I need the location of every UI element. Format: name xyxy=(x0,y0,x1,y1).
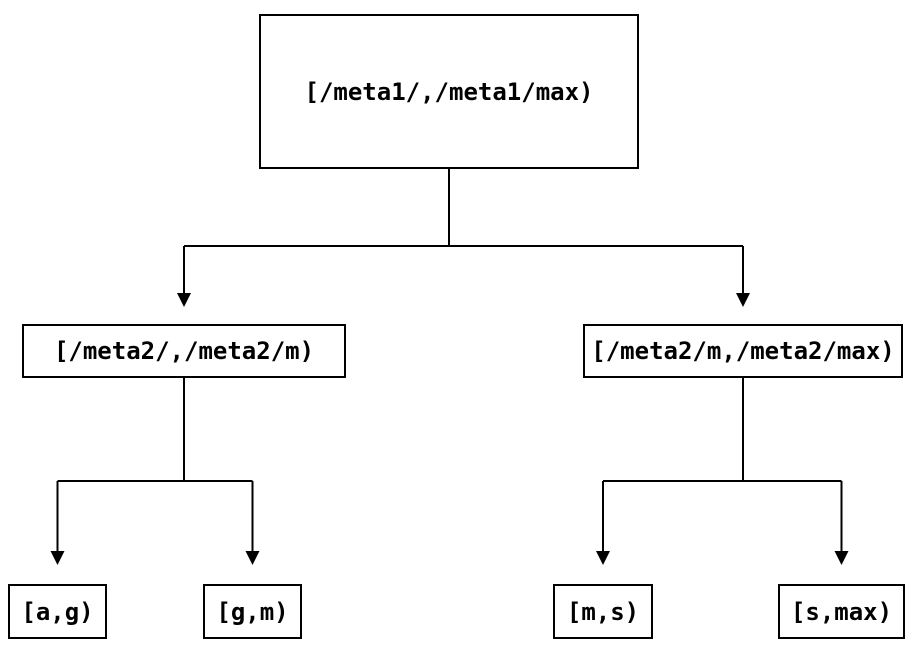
node-root-range-box: [/meta1/,/meta1/max) xyxy=(259,14,639,169)
node-meta2-low-range-box: [/meta2/,/meta2/m) xyxy=(22,324,346,378)
node-leaf-ag-box: [a,g) xyxy=(8,584,107,639)
arrowhead-to-leaf-gm-icon xyxy=(245,551,260,565)
node-meta2-high-label: [/meta2/m,/meta2/max) xyxy=(591,337,895,365)
arrowhead-to-meta2-low-icon xyxy=(177,293,191,307)
arrowhead-to-leaf-smax-icon xyxy=(834,551,849,565)
node-meta2-high-range-box: [/meta2/m,/meta2/max) xyxy=(583,324,903,378)
edges-level-1 xyxy=(177,169,750,307)
node-meta2-low-label: [/meta2/,/meta2/m) xyxy=(53,337,315,365)
node-root-label: [/meta1/,/meta1/max) xyxy=(304,77,594,106)
node-leaf-ms-box: [m,s) xyxy=(553,584,653,639)
edge-line-meta2-low-stem xyxy=(56,378,254,551)
node-leaf-smax-box: [s,max) xyxy=(778,584,905,639)
arrowhead-to-leaf-ms-icon xyxy=(596,551,610,565)
node-leaf-gm-box: [g,m) xyxy=(203,584,302,639)
node-leaf-ag-label: [a,g) xyxy=(21,597,94,626)
edges-level-2-right xyxy=(596,378,849,565)
edges-level-2-left xyxy=(50,378,260,565)
arrowhead-to-meta2-high-icon xyxy=(736,293,750,307)
edge-line-root-stem xyxy=(183,169,744,293)
node-leaf-ms-label: [m,s) xyxy=(566,597,640,626)
node-leaf-smax-label: [s,max) xyxy=(790,597,893,626)
arrowhead-to-leaf-ag-icon xyxy=(50,551,65,565)
node-leaf-gm-label: [g,m) xyxy=(216,597,289,626)
edge-line-meta2-high-stem xyxy=(602,378,843,551)
